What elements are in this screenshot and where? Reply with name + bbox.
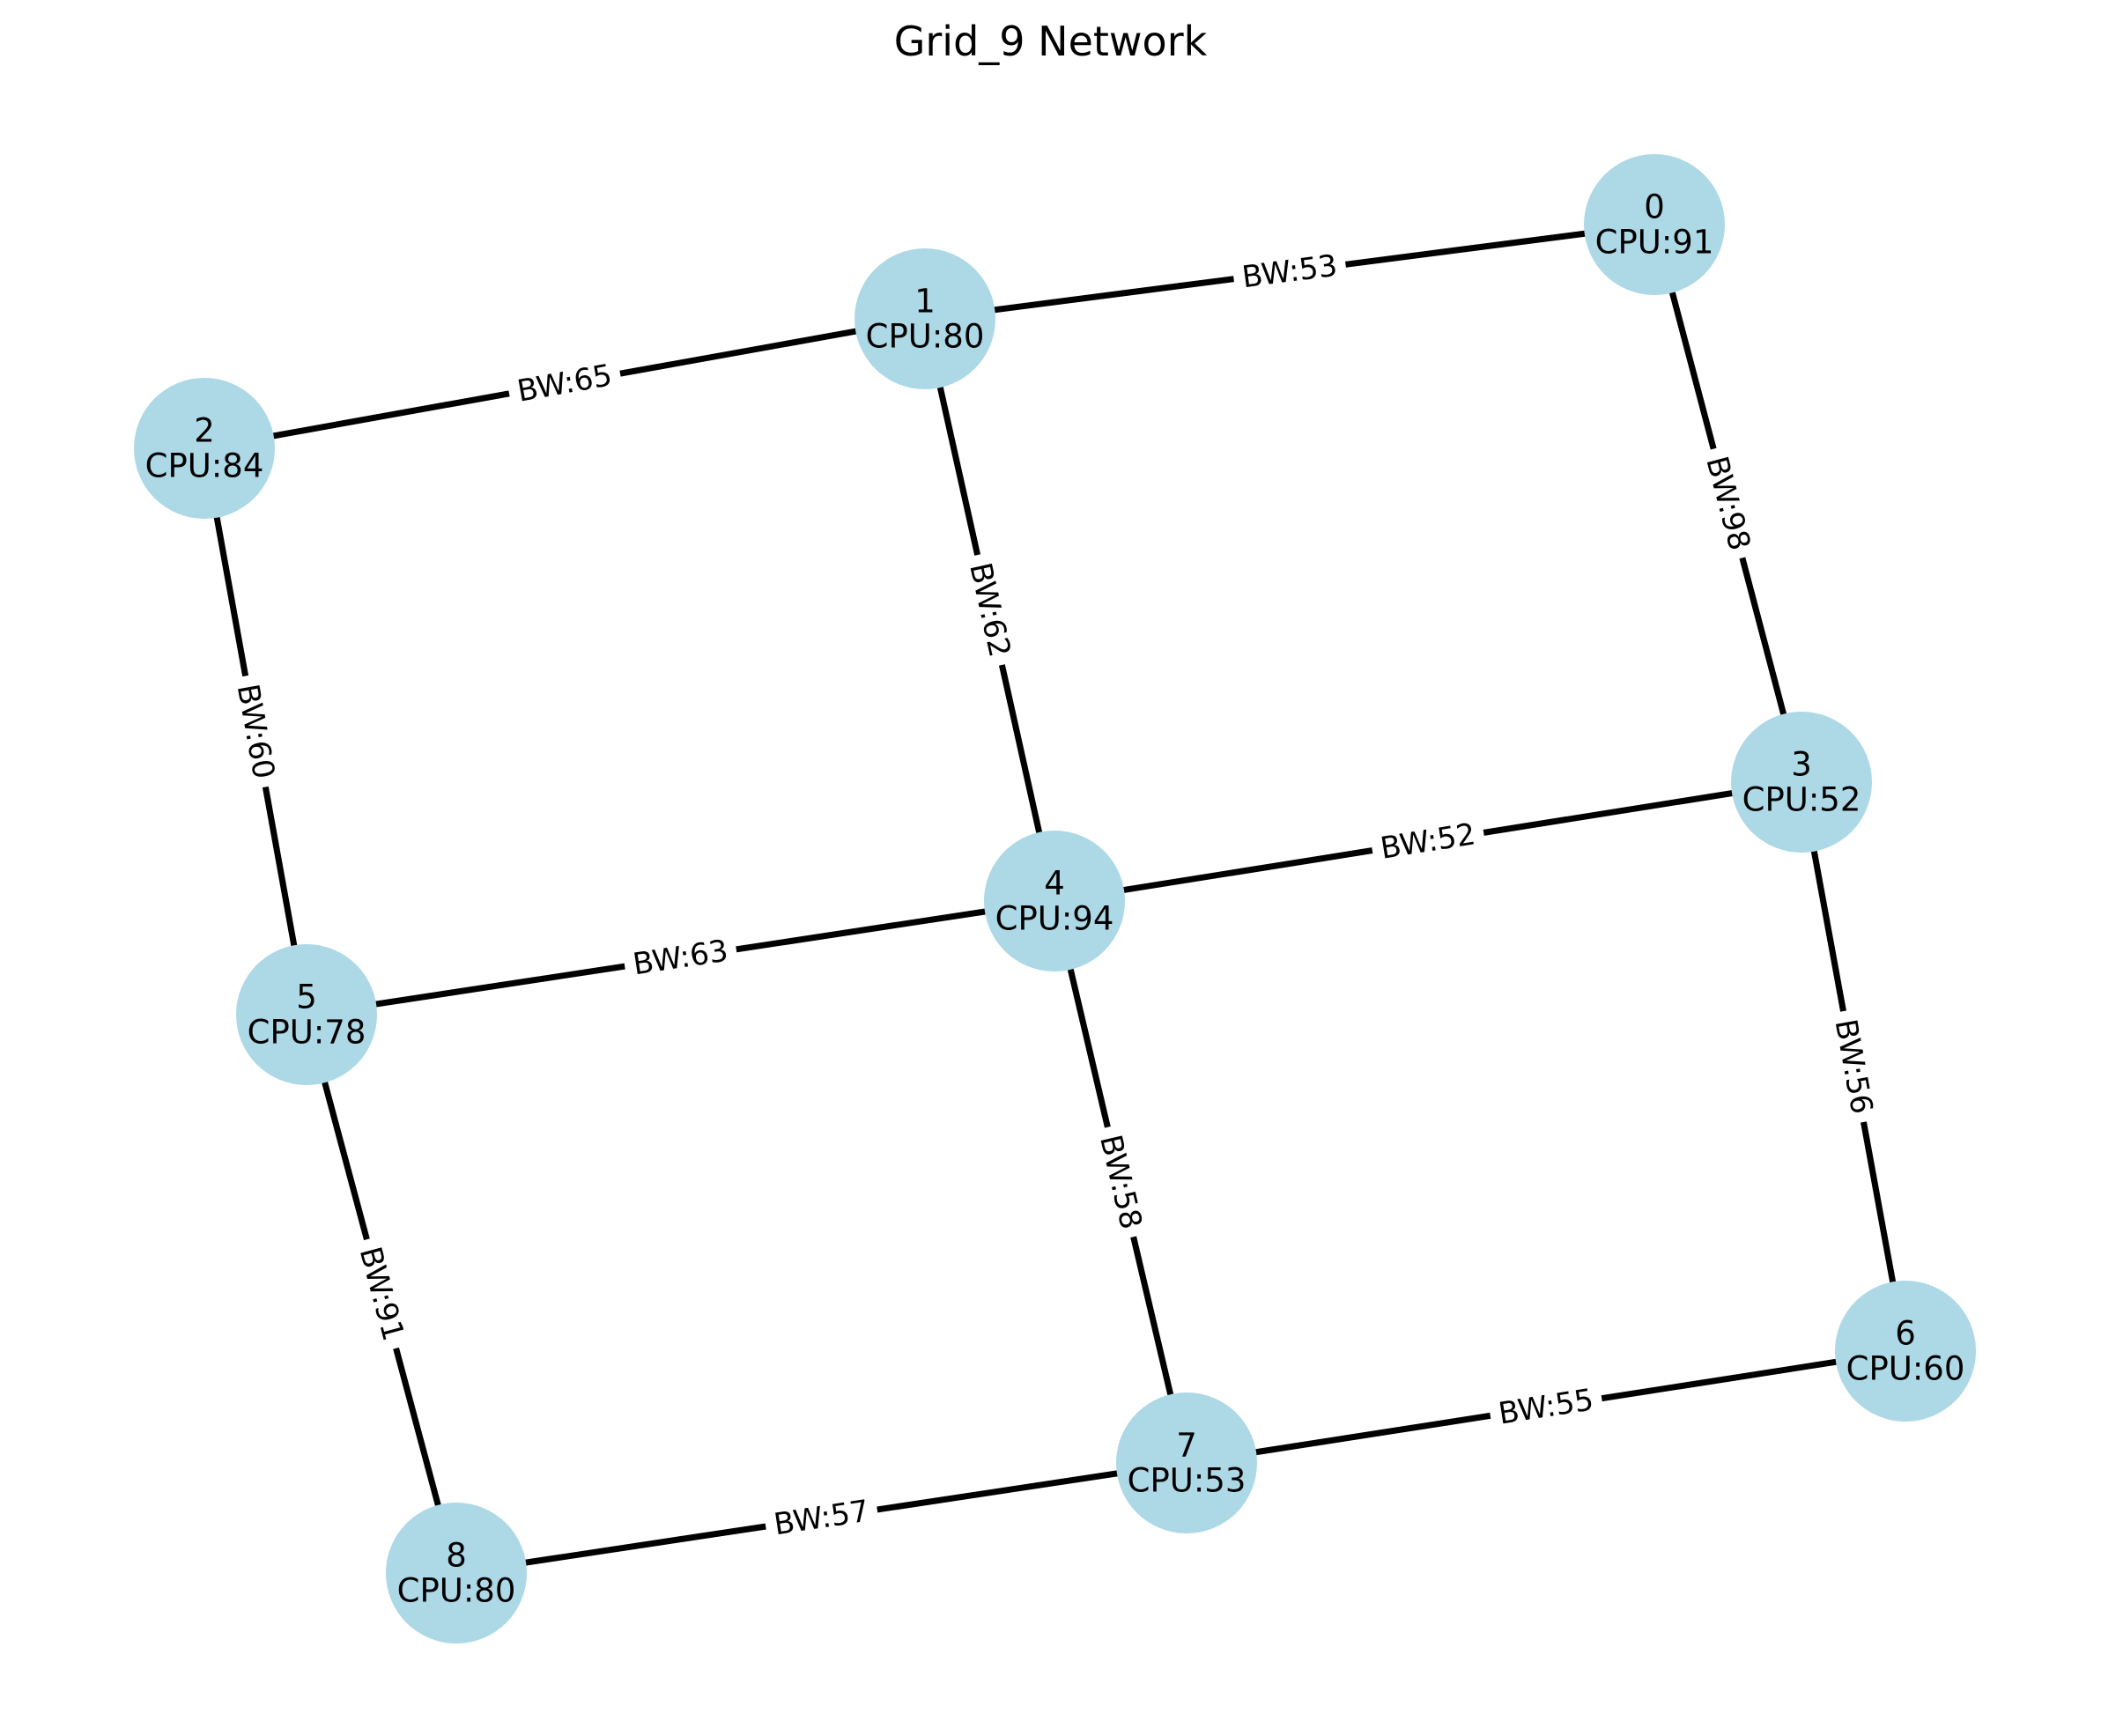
node-id-label: 3 xyxy=(1791,746,1812,784)
edge-label-group: BW:63 xyxy=(621,928,740,987)
node-circle xyxy=(236,944,377,1085)
edge-label-group: BW:57 xyxy=(762,1489,881,1548)
edge-label-group: BW:65 xyxy=(505,352,625,415)
edge-label-background xyxy=(225,672,286,791)
edge-label: BW:63 xyxy=(631,934,730,983)
node-cpu-label: CPU:60 xyxy=(1846,1350,1965,1388)
edge-label-group: BW:60 xyxy=(225,672,286,791)
edge-label: BW:55 xyxy=(1496,1382,1595,1431)
edge-label-group: BW:58 xyxy=(1086,1122,1155,1242)
edge-label-group: BW:98 xyxy=(1692,443,1764,564)
page-title: Grid_9 Network xyxy=(893,18,1208,65)
node-id-label: 4 xyxy=(1044,865,1065,903)
node-cpu-label: CPU:84 xyxy=(145,447,264,485)
edge-1-4: BW:62 xyxy=(921,318,1058,902)
edge-label-group: BW:91 xyxy=(346,1233,417,1355)
edge-5-4: BW:63 xyxy=(306,898,1055,1018)
node-cpu-label: CPU:52 xyxy=(1742,781,1861,819)
edge-5-8: BW:91 xyxy=(303,1014,460,1574)
node-circle xyxy=(134,378,275,519)
node-id-label: 0 xyxy=(1644,188,1665,226)
edge-label: BW:57 xyxy=(772,1494,871,1543)
edge-label-background xyxy=(1231,243,1349,300)
nodes-layer: 0CPU:911CPU:802CPU:843CPU:524CPU:945CPU:… xyxy=(134,154,1976,1644)
node-cpu-label: CPU:53 xyxy=(1128,1462,1247,1500)
edge-2-1: BW:65 xyxy=(203,315,926,452)
node-circle xyxy=(386,1503,527,1644)
edge-0-3: BW:98 xyxy=(1651,224,1805,783)
edge-label-background xyxy=(505,352,625,415)
node-circle xyxy=(854,248,995,389)
edge-label-group: BW:52 xyxy=(1369,811,1487,872)
node-circle xyxy=(1116,1392,1257,1533)
edge-label-background xyxy=(346,1233,417,1355)
node-circle xyxy=(1835,1281,1976,1422)
edge-8-7: BW:57 xyxy=(455,1459,1187,1577)
node-cpu-label: CPU:80 xyxy=(397,1572,516,1610)
node-id-label: 7 xyxy=(1176,1427,1197,1465)
edge-label-group: BW:53 xyxy=(1231,243,1349,300)
node-cpu-label: CPU:78 xyxy=(248,1014,366,1052)
edge-label: BW:52 xyxy=(1378,816,1477,867)
edge-label-group: BW:55 xyxy=(1487,1377,1605,1437)
node-circle xyxy=(1731,712,1872,853)
edge-2-5: BW:60 xyxy=(201,447,310,1016)
edge-4-7: BW:58 xyxy=(1051,900,1190,1464)
node-circle xyxy=(1584,154,1725,295)
node-id-label: 6 xyxy=(1895,1315,1916,1353)
edge-label-group: BW:56 xyxy=(1822,1007,1885,1127)
edge-3-6: BW:56 xyxy=(1798,781,1909,1352)
edge-label-background xyxy=(1369,811,1487,872)
node-circle xyxy=(984,831,1125,971)
edge-label-background xyxy=(1487,1377,1605,1437)
edge-7-6: BW:55 xyxy=(1186,1348,1906,1466)
edge-label-group: BW:62 xyxy=(957,550,1023,670)
node-id-label: 8 xyxy=(446,1537,467,1575)
edge-label-background xyxy=(762,1489,881,1548)
node-cpu-label: CPU:94 xyxy=(995,900,1114,938)
edge-4-3: BW:52 xyxy=(1054,779,1802,905)
node-id-label: 5 xyxy=(296,979,317,1016)
edge-label-background xyxy=(1692,443,1764,564)
node-cpu-label: CPU:91 xyxy=(1595,224,1714,262)
edge-label-background xyxy=(1822,1007,1885,1127)
node-cpu-label: CPU:80 xyxy=(866,318,985,356)
edge-label-background xyxy=(1086,1122,1155,1242)
node-id-label: 2 xyxy=(194,412,215,450)
node-id-label: 1 xyxy=(914,283,936,321)
edge-label-background xyxy=(621,928,740,987)
edge-1-0: BW:53 xyxy=(924,221,1655,322)
edge-label-background xyxy=(957,550,1023,670)
